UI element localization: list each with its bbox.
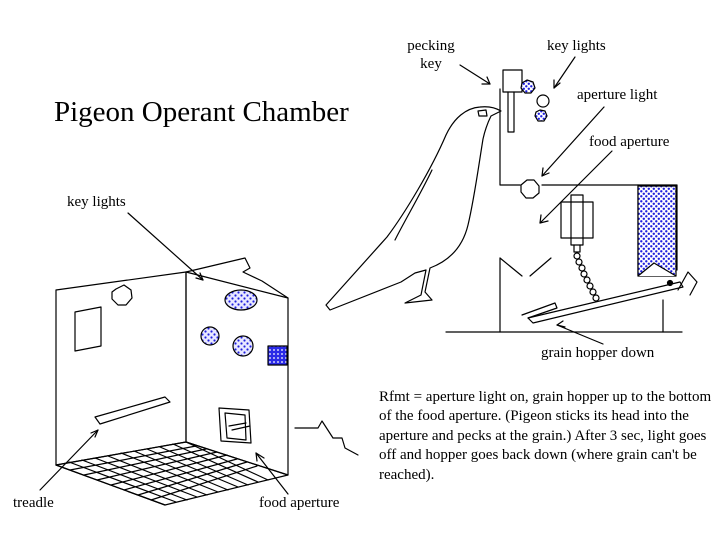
bin-bottom-mask bbox=[637, 262, 677, 277]
leader-pecking-key bbox=[459, 64, 491, 85]
label-key-lights-left: key lights bbox=[67, 194, 126, 210]
hopper-tube bbox=[573, 244, 581, 253]
hopper-pivot bbox=[666, 279, 674, 287]
chamber-broken-edge bbox=[294, 420, 359, 456]
hopper-chain bbox=[573, 252, 600, 302]
key-light-oval bbox=[224, 289, 258, 311]
leader-aperture-light bbox=[541, 106, 605, 177]
chamber-ceiling bbox=[541, 184, 678, 271]
aperture-lower-wall-right bbox=[529, 257, 552, 277]
floor-grid bbox=[55, 441, 289, 506]
reinforcement-note: Rfmt = aperture light on, grain hopper u… bbox=[379, 389, 712, 483]
label-food-aperture-right: food aperture bbox=[589, 134, 670, 150]
pecking-key-box bbox=[502, 69, 523, 93]
hopper-arm bbox=[527, 281, 684, 324]
leader-food-aperture-left bbox=[255, 452, 289, 495]
hopper-lever bbox=[677, 271, 698, 296]
aperture-lower-wall-left bbox=[499, 257, 523, 333]
key-panel-wall bbox=[499, 88, 521, 186]
label-key-lights-right: key lights bbox=[547, 38, 606, 54]
left-wall-window bbox=[74, 306, 102, 352]
key-light-small-1 bbox=[200, 326, 220, 346]
hopper-plunger bbox=[570, 194, 584, 246]
key-light-2 bbox=[536, 94, 550, 108]
hopper-tray bbox=[521, 302, 558, 319]
hopper-housing bbox=[560, 201, 594, 239]
aperture-light bbox=[520, 179, 540, 199]
leader-food-aperture-right bbox=[539, 150, 613, 224]
key-light-1 bbox=[520, 79, 536, 94]
food-aperture-3d bbox=[218, 407, 252, 444]
key-light-3 bbox=[534, 109, 548, 122]
grain-bin bbox=[637, 185, 677, 277]
pigeon-body bbox=[325, 106, 502, 311]
pigeon-eye bbox=[477, 109, 488, 117]
page-title: Pigeon Operant Chamber bbox=[54, 96, 349, 128]
pigeon bbox=[325, 106, 502, 311]
label-grain-hopper-down: grain hopper down bbox=[541, 345, 655, 361]
treadle-plate bbox=[94, 396, 171, 425]
label-pecking-key: pecking key bbox=[407, 38, 455, 72]
label-treadle: treadle bbox=[13, 495, 54, 511]
left-wall-light bbox=[111, 284, 133, 306]
leader-treadle bbox=[39, 429, 99, 491]
leader-key-lights-right bbox=[553, 56, 576, 89]
pecking-key-stem bbox=[507, 91, 515, 133]
chamber-left-wall bbox=[55, 271, 187, 466]
cross-section bbox=[325, 56, 698, 345]
leader-key-lights-left bbox=[127, 212, 204, 281]
label-aperture-light: aperture light bbox=[577, 87, 658, 103]
pigeon-wing bbox=[394, 169, 433, 241]
leader-grain-hopper bbox=[556, 324, 604, 345]
chamber-3d bbox=[39, 212, 359, 506]
label-food-aperture-left: food aperture bbox=[259, 495, 340, 511]
key-light-small-2 bbox=[232, 335, 254, 357]
chamber-broken-top bbox=[185, 257, 289, 299]
key-light-square bbox=[267, 345, 288, 366]
